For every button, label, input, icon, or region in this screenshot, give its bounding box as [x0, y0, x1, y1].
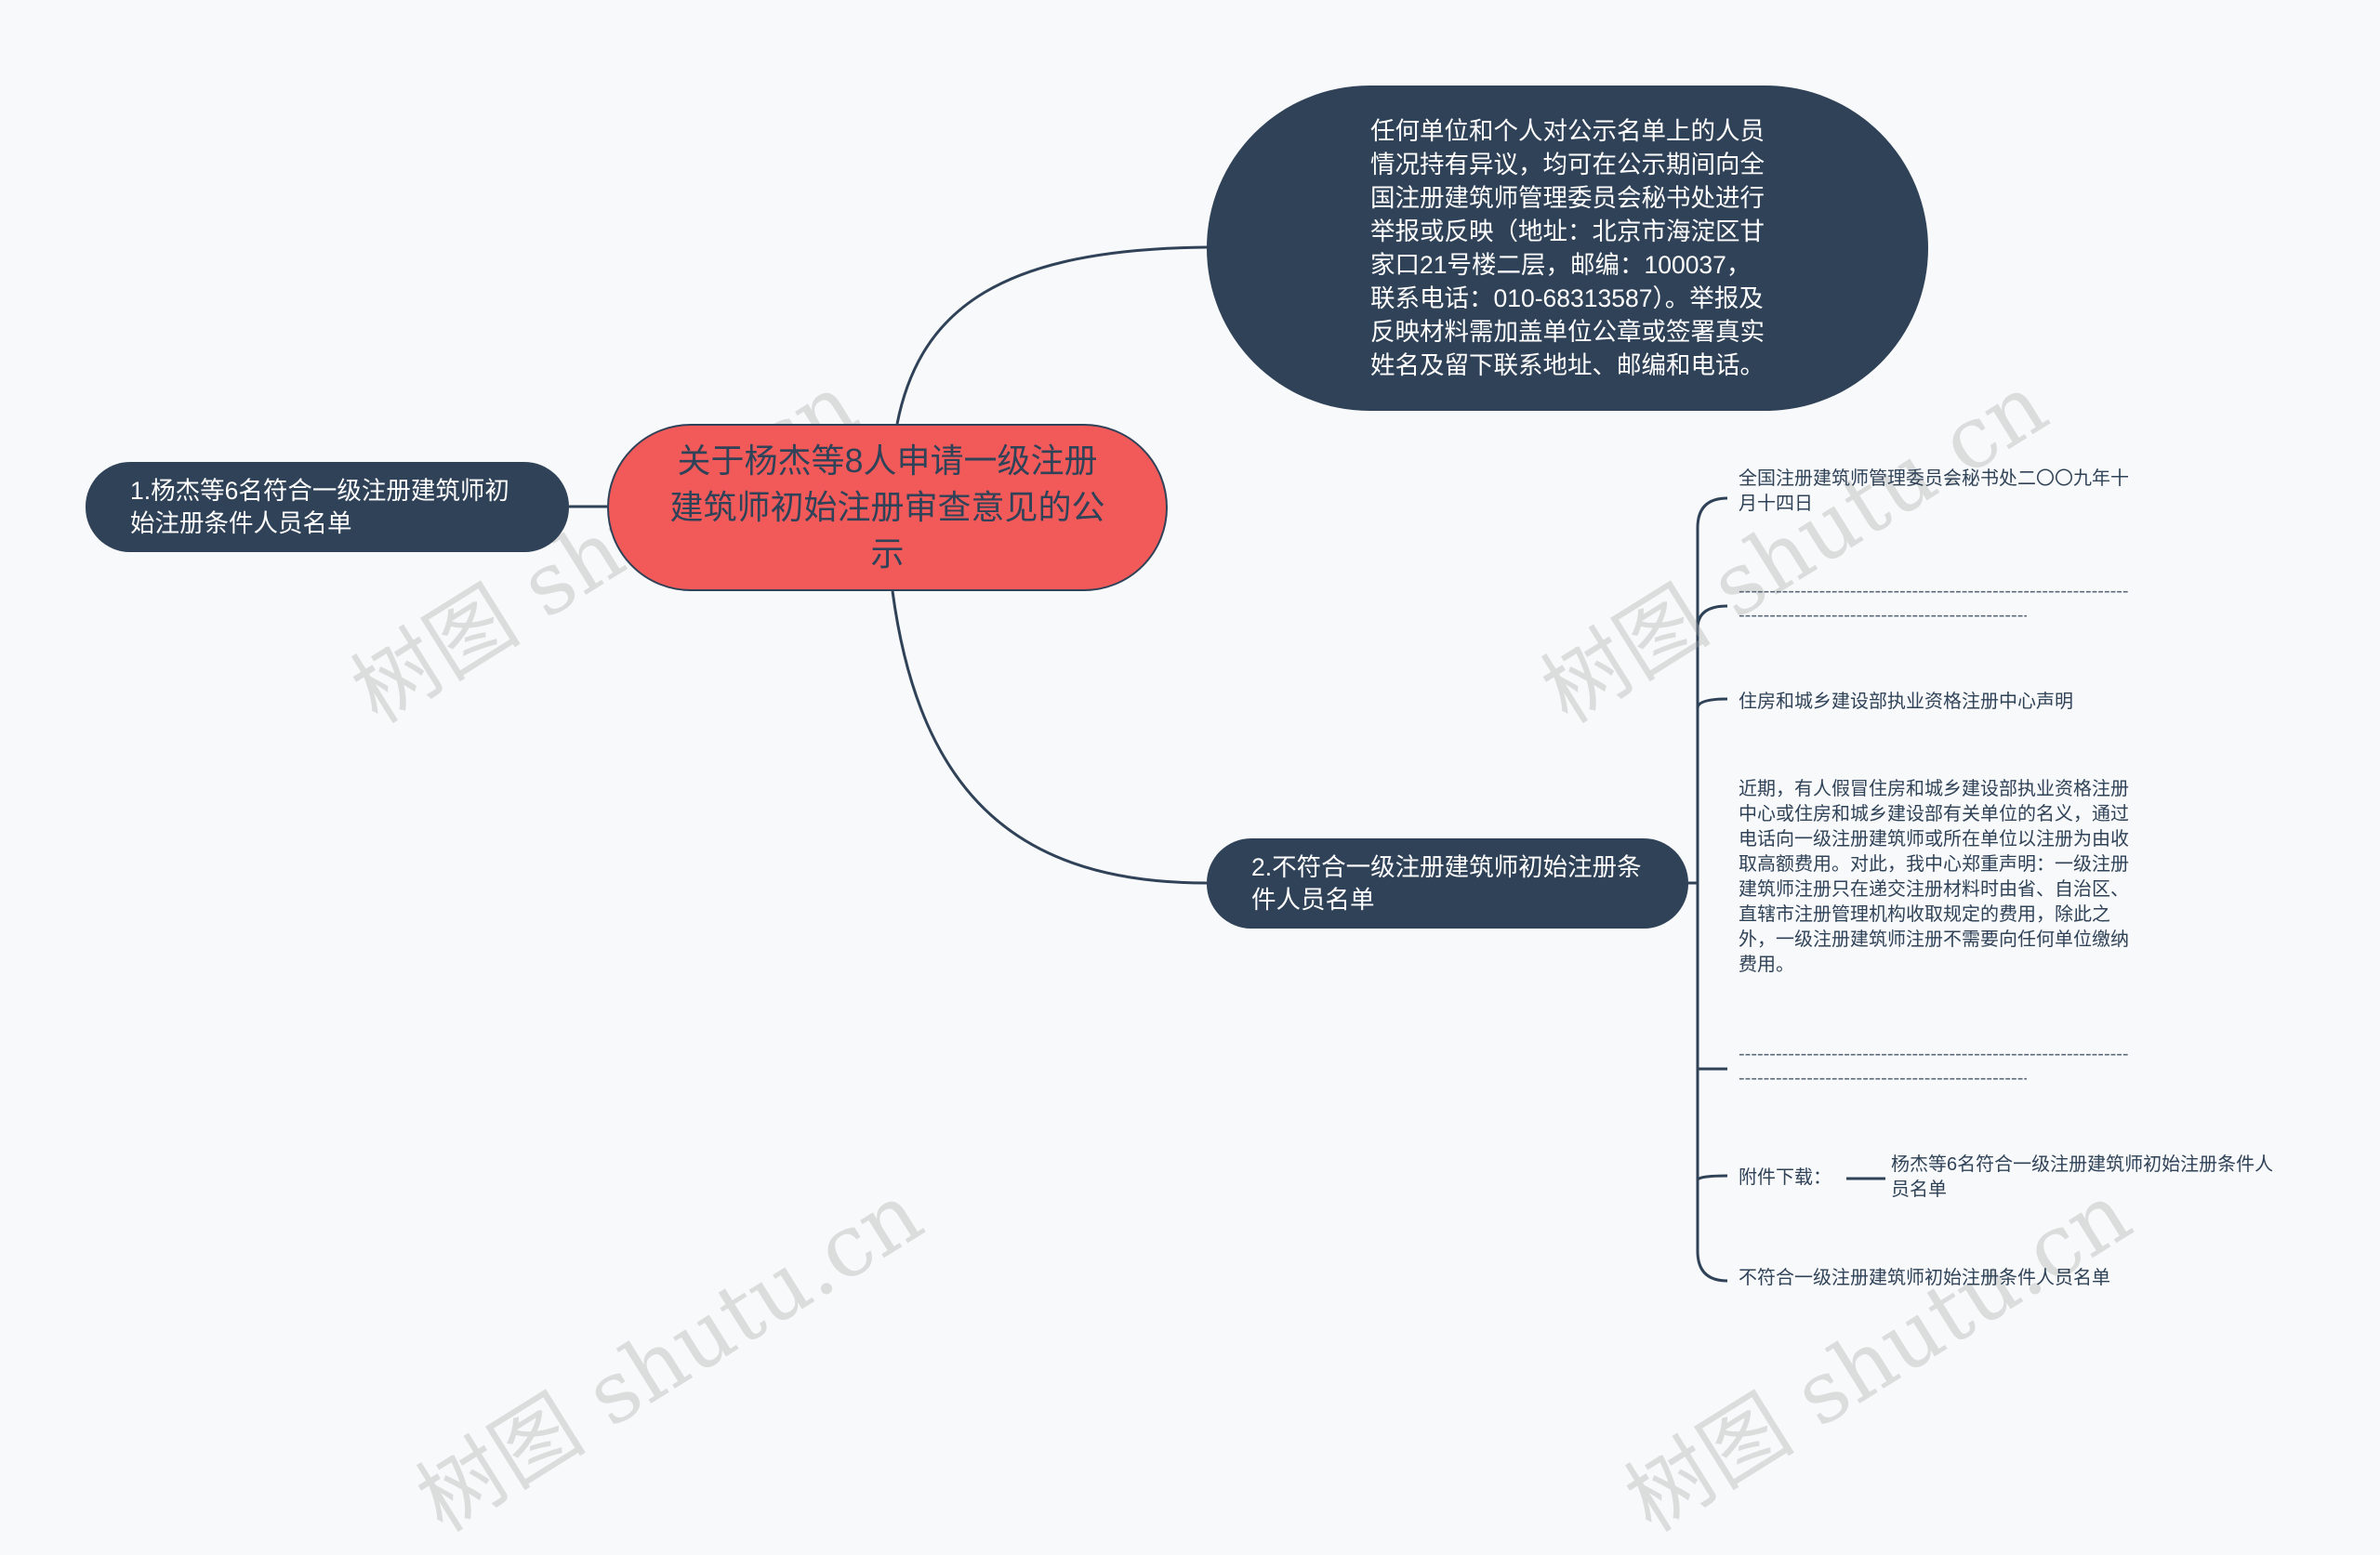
central-topic[interactable]: 关于杨杰等8人申请一级注册建筑师初始注册审查意见的公示 — [607, 424, 1168, 591]
link-center-notice — [895, 245, 1208, 425]
leaf-divider-cont: ----------------------------------------… — [1739, 605, 2027, 626]
leaf-attachment-label[interactable]: 附件下载： — [1739, 1167, 1831, 1188]
branch-qualified-list[interactable]: 1.杨杰等6名符合一级注册建筑师初始注册条件人员名单 — [86, 462, 569, 552]
central-topic-label: 关于杨杰等8人申请一级注册建筑师初始注册审查意见的公示 — [669, 441, 1105, 573]
leaf-spine — [1696, 496, 1728, 1283]
leaf-attachment-item[interactable]: 杨杰等6名符合一级注册建筑师初始注册条件人员名单 — [1891, 1154, 2274, 1200]
leaf-center-statement[interactable]: 住房和城乡建设部执业资格注册中心声明 — [1739, 692, 2073, 712]
leaf-office-date[interactable]: 全国注册建筑师管理委员会秘书处二〇〇九年十月十四日 — [1739, 468, 2129, 514]
leaf-statement-body[interactable]: 近期，有人假冒住房和城乡建设部执业资格注册中心或住房和城乡建设部有关单位的名义，… — [1739, 779, 2129, 975]
notice-text: 任何单位和个人对公示名单上的人员情况持有异议，均可在公示期间向全国注册建筑师管理… — [1370, 117, 1765, 379]
leaf-tick-2 — [1696, 697, 1728, 709]
leaf-divider[interactable]: ----------------------------------------… — [1739, 581, 2129, 601]
branch-label: 2.不符合一级注册建筑师初始注册条件人员名单 — [1251, 852, 1642, 914]
leaf-divider-cont: ----------------------------------------… — [1739, 1068, 2027, 1088]
link-center-right — [891, 590, 1208, 885]
branch-label: 1.杨杰等6名符合一级注册建筑师初始注册条件人员名单 — [130, 476, 509, 537]
leaf-divider[interactable]: ----------------------------------------… — [1739, 1044, 2129, 1064]
leaf-tick-4 — [1696, 1174, 1728, 1181]
leaf-tick-1 — [1696, 604, 1728, 629]
leaf-not-qualified[interactable]: 不符合一级注册建筑师初始注册条件人员名单 — [1739, 1268, 2110, 1288]
branch-unqualified-list[interactable]: 2.不符合一级注册建筑师初始注册条件人员名单 — [1207, 838, 1688, 929]
notice-topic[interactable]: 任何单位和个人对公示名单上的人员情况持有异议，均可在公示期间向全国注册建筑师管理… — [1207, 86, 1928, 411]
connector-lines — [569, 245, 1885, 1283]
